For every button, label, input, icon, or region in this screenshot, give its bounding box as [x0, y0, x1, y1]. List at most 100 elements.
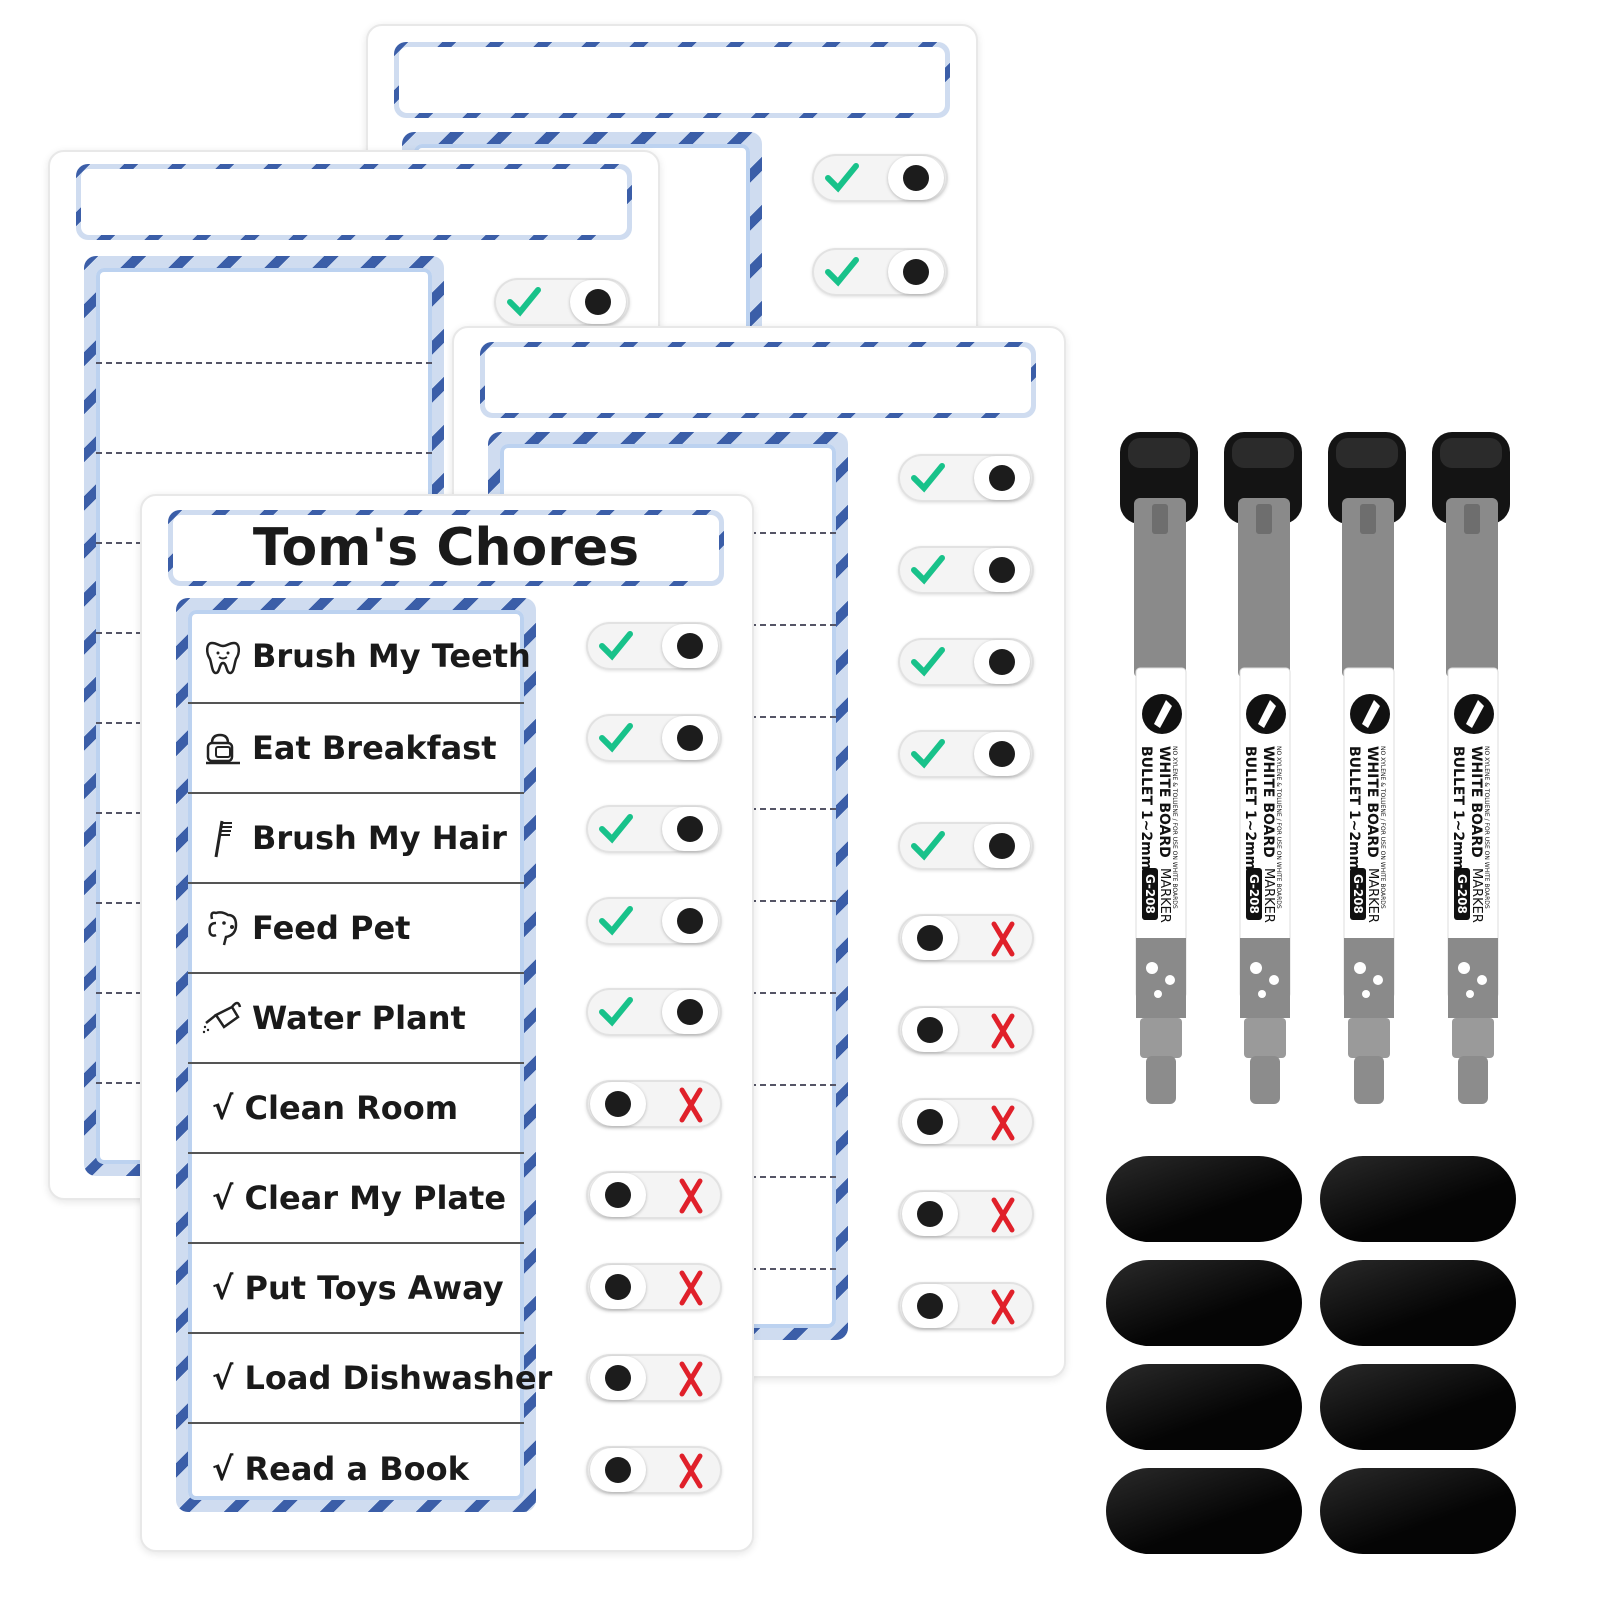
status-slider-done[interactable] — [586, 988, 722, 1036]
chore-row: Feed Pet — [188, 884, 524, 974]
whiteboard-marker: NO XYLENE & TOLUENE / FOR USE ON WHITE B… — [1222, 428, 1308, 1108]
black-magnet-pad[interactable] — [1320, 1260, 1516, 1346]
chore-label[interactable]: √ Clean Room — [212, 1089, 459, 1127]
status-slider-todo[interactable] — [898, 1190, 1034, 1238]
check-icon — [599, 814, 633, 844]
status-slider-todo[interactable] — [586, 1445, 722, 1494]
chore-label[interactable]: √ Load Dishwasher — [212, 1359, 553, 1397]
check-icon — [911, 647, 945, 677]
status-slider-todo[interactable] — [898, 1282, 1034, 1330]
marker-model: G-208 — [1142, 868, 1158, 920]
marker-model: G-208 — [1454, 868, 1470, 920]
status-slider-done[interactable] — [586, 805, 722, 853]
cross-icon — [991, 1197, 1015, 1233]
status-slider-done[interactable] — [812, 248, 948, 296]
marker-brand: WHITE BOARD — [1364, 746, 1380, 858]
comb-icon — [202, 817, 244, 859]
whiteboard-marker: NO XYLENE & TOLUENE / FOR USE ON WHITE B… — [1118, 428, 1204, 1108]
marker-model: G-208 — [1246, 868, 1262, 920]
chore-label[interactable]: Eat Breakfast — [252, 729, 497, 767]
check-icon — [825, 163, 859, 193]
marker-spec: BULLET 1~2mm — [1346, 746, 1362, 871]
status-slider-done[interactable] — [898, 822, 1034, 870]
black-magnet-pad[interactable] — [1106, 1156, 1302, 1242]
marker-brand: WHITE BOARD — [1468, 746, 1484, 858]
marker-brand-sub: MARKER — [1469, 868, 1484, 923]
chore-label[interactable]: √ Clear My Plate — [212, 1179, 507, 1217]
cross-icon — [991, 1289, 1015, 1325]
chore-row: Brush My Hair — [188, 794, 524, 884]
black-magnet-pad[interactable] — [1106, 1260, 1302, 1346]
status-slider-todo[interactable] — [586, 1079, 722, 1128]
title-bar-blank — [76, 164, 632, 240]
marker-small-print: NO XYLENE & TOLUENE / FOR USE ON WHITE B… — [1275, 746, 1282, 909]
status-slider-done[interactable] — [812, 154, 948, 202]
watering-can-icon — [202, 997, 244, 1039]
status-slider-done[interactable] — [586, 622, 722, 670]
check-icon — [911, 739, 945, 769]
status-slider-done[interactable] — [494, 278, 630, 326]
status-slider-done[interactable] — [586, 896, 722, 945]
title-bar-blank — [394, 42, 950, 118]
chore-row: √ Read a Book — [188, 1424, 524, 1514]
whiteboard-marker: NO XYLENE & TOLUENE / FOR USE ON WHITE B… — [1430, 428, 1516, 1108]
cross-icon — [679, 1361, 703, 1397]
chore-label[interactable]: √ Put Toys Away — [212, 1269, 504, 1307]
cross-icon — [679, 1087, 703, 1122]
marker-brand-sub: MARKER — [1261, 868, 1276, 923]
status-slider-done[interactable] — [898, 454, 1034, 502]
marker-spec: BULLET 1~2mm — [1138, 746, 1154, 871]
status-slider-todo[interactable] — [586, 1171, 722, 1219]
status-slider-todo[interactable] — [898, 1098, 1034, 1146]
status-slider-done[interactable] — [586, 713, 722, 762]
status-slider-done[interactable] — [898, 546, 1034, 594]
whiteboard-marker: NO XYLENE & TOLUENE / FOR USE ON WHITE B… — [1326, 428, 1412, 1108]
cross-icon — [679, 1270, 703, 1305]
chore-row: Water Plant — [188, 974, 524, 1064]
check-icon — [599, 997, 633, 1027]
marker-brand-sub: MARKER — [1157, 868, 1172, 923]
status-slider-todo[interactable] — [586, 1262, 722, 1311]
check-icon — [911, 463, 945, 493]
check-icon — [507, 287, 541, 317]
black-magnet-pad[interactable] — [1320, 1364, 1516, 1450]
cross-icon — [679, 1453, 703, 1488]
chore-row: Eat Breakfast — [188, 704, 524, 794]
chore-label[interactable]: Water Plant — [252, 999, 466, 1037]
title-bar-blank — [480, 342, 1036, 418]
status-slider-done[interactable] — [898, 730, 1034, 778]
marker-brand: WHITE BOARD — [1260, 746, 1276, 858]
chore-row: √ Clean Room — [188, 1064, 524, 1154]
breakfast-icon — [202, 727, 244, 769]
black-magnet-pad[interactable] — [1320, 1468, 1516, 1554]
black-magnet-pad[interactable] — [1106, 1468, 1302, 1554]
chore-row: √ Put Toys Away — [188, 1244, 524, 1334]
chore-label[interactable]: Brush My Teeth — [252, 637, 531, 675]
status-slider-todo[interactable] — [898, 1006, 1034, 1054]
chore-label[interactable]: √ Read a Book — [212, 1450, 469, 1488]
tooth-icon — [202, 635, 244, 677]
cross-icon — [991, 921, 1015, 957]
chore-label[interactable]: Feed Pet — [252, 909, 411, 947]
chore-row: Brush My Teeth — [188, 610, 531, 704]
dog-icon — [202, 907, 244, 949]
cross-icon — [679, 1178, 703, 1214]
black-magnet-pad[interactable] — [1106, 1364, 1302, 1450]
status-slider-todo[interactable] — [586, 1354, 722, 1402]
status-slider-todo[interactable] — [898, 914, 1034, 962]
marker-small-print: NO XYLENE & TOLUENE / FOR USE ON WHITE B… — [1483, 746, 1490, 909]
check-icon — [825, 257, 859, 287]
marker-small-print: NO XYLENE & TOLUENE / FOR USE ON WHITE B… — [1379, 746, 1386, 909]
chore-label[interactable]: Brush My Hair — [252, 819, 507, 857]
marker-small-print: NO XYLENE & TOLUENE / FOR USE ON WHITE B… — [1171, 746, 1178, 909]
cross-icon — [991, 1013, 1015, 1049]
black-magnet-pad[interactable] — [1320, 1156, 1516, 1242]
check-icon — [599, 631, 633, 661]
board-title[interactable]: Tom's Chores — [252, 518, 640, 578]
status-slider-done[interactable] — [898, 638, 1034, 686]
chore-row: √ Load Dishwasher — [188, 1334, 552, 1424]
check-icon — [599, 722, 633, 752]
